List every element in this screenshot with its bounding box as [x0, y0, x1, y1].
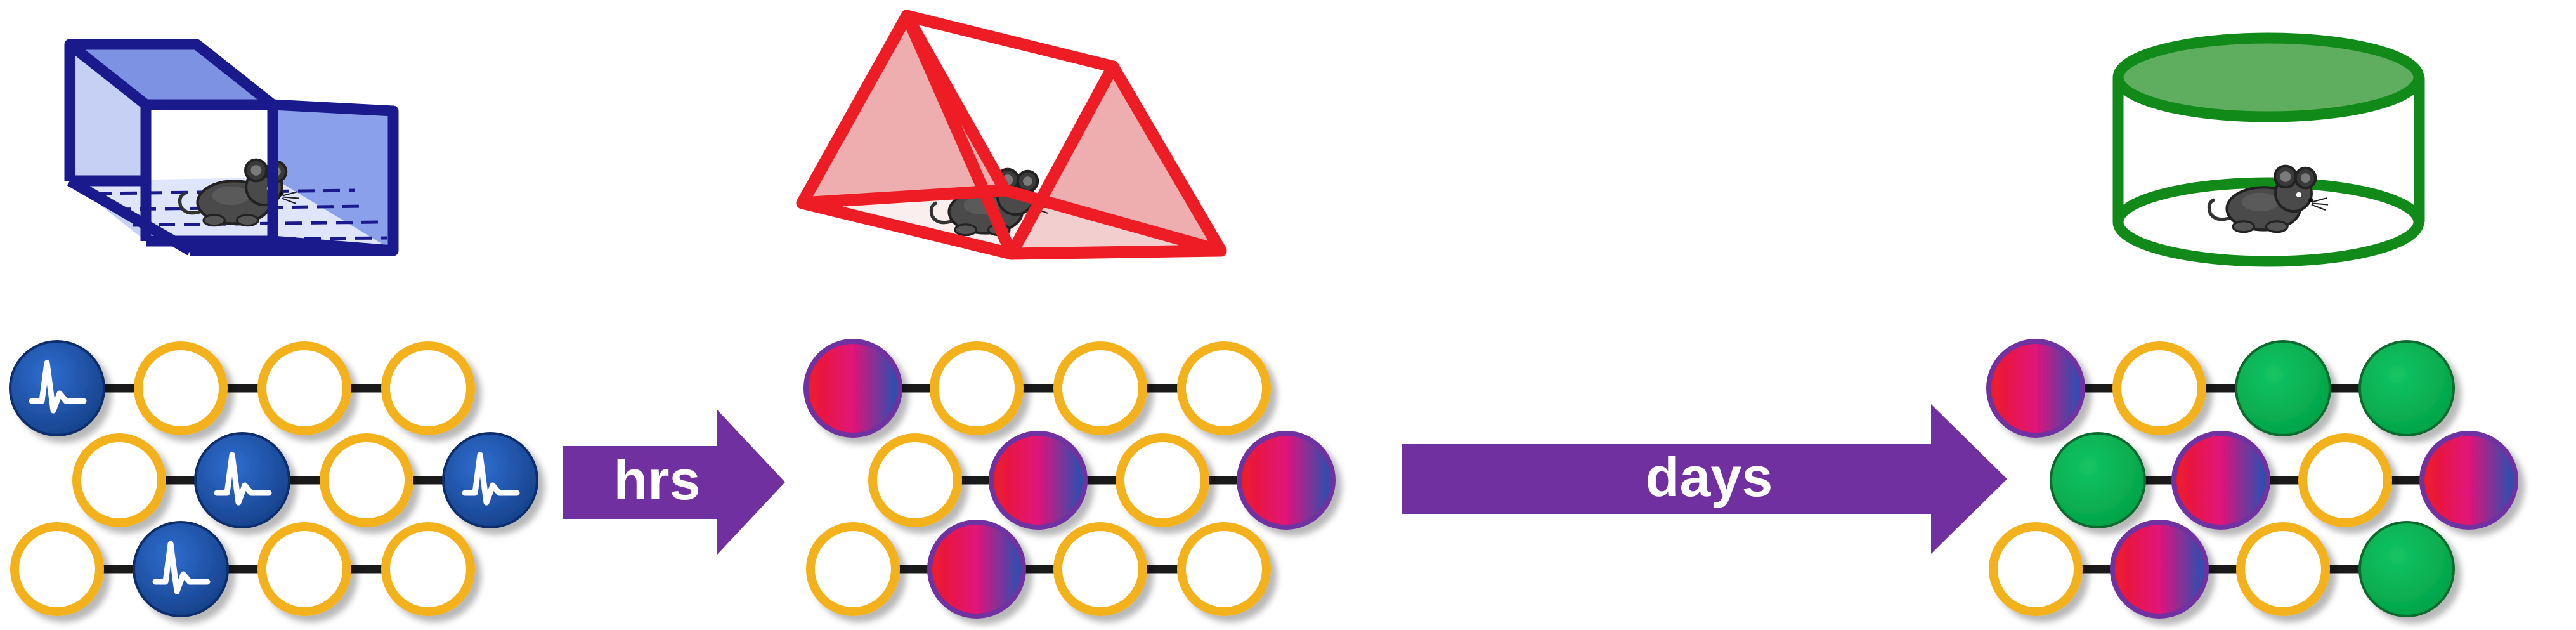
network-days — [1986, 339, 2518, 619]
neuron-empty — [1177, 341, 1271, 435]
neuron-empty — [257, 341, 351, 435]
neuron-empty — [381, 522, 475, 616]
neuron-green — [2235, 340, 2331, 436]
network-encoding — [9, 340, 538, 617]
action-potential-icon — [152, 541, 211, 594]
neuron-spike — [194, 432, 290, 528]
neuron-empty — [1116, 433, 1209, 527]
neuron-empty — [1177, 522, 1271, 616]
neuron-empty — [381, 341, 475, 435]
hours-arrow: hrs — [563, 409, 785, 555]
neuron-mixed — [989, 431, 1088, 530]
neuron-mixed — [2171, 431, 2270, 530]
neuron-empty — [1053, 522, 1147, 616]
neuron-mixed — [1986, 339, 2085, 438]
action-potential-icon — [462, 452, 520, 506]
neuron-empty — [10, 522, 104, 616]
neuron-empty — [2298, 433, 2392, 527]
neuron-empty — [1989, 522, 2083, 616]
triangle-cage-icon — [796, 10, 1227, 260]
box-cage-icon — [64, 39, 399, 256]
neuron-empty — [2236, 522, 2330, 616]
neuron-empty — [868, 433, 962, 527]
neuron-networks — [9, 339, 2518, 619]
neuron-empty — [930, 341, 1024, 435]
neuron-empty — [1053, 341, 1147, 435]
neuron-empty — [2112, 341, 2206, 435]
action-potential-icon — [29, 360, 87, 414]
neuron-mixed — [803, 339, 902, 438]
neuron-empty — [72, 433, 166, 527]
neuron-mixed — [1237, 431, 1336, 530]
neuron-mixed — [927, 520, 1026, 619]
neuron-empty — [134, 341, 228, 435]
round-arena-icon — [2112, 32, 2425, 267]
days-arrow: days — [1402, 404, 2007, 554]
neuron-spike — [9, 340, 105, 436]
neuron-mixed — [2110, 520, 2209, 619]
action-potential-icon — [214, 452, 272, 506]
neuron-empty — [257, 522, 351, 616]
neuron-spike — [133, 521, 229, 617]
neuron-green — [2358, 340, 2455, 436]
neuron-empty — [806, 522, 900, 616]
hours-arrow-label: hrs — [614, 449, 701, 511]
neuron-empty — [320, 433, 413, 527]
neuron-green — [2050, 432, 2146, 528]
days-arrow-label: days — [1646, 445, 1773, 508]
network-hours — [803, 339, 1336, 619]
neuron-mixed — [2419, 431, 2518, 530]
neuron-green — [2358, 521, 2455, 617]
neuron-spike — [442, 432, 538, 528]
